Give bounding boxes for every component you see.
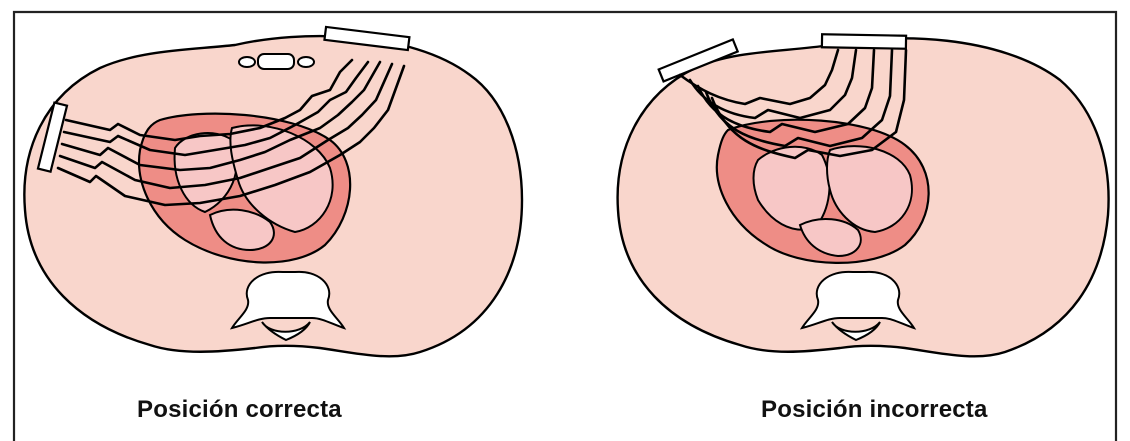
caption-incorrect-position: Posición incorrecta xyxy=(761,396,988,424)
panel-incorrect xyxy=(618,34,1109,356)
caption-correct-position: Posición correcta xyxy=(137,396,342,424)
electrode-pad-right-top xyxy=(822,34,906,48)
panel-correct xyxy=(24,27,522,356)
